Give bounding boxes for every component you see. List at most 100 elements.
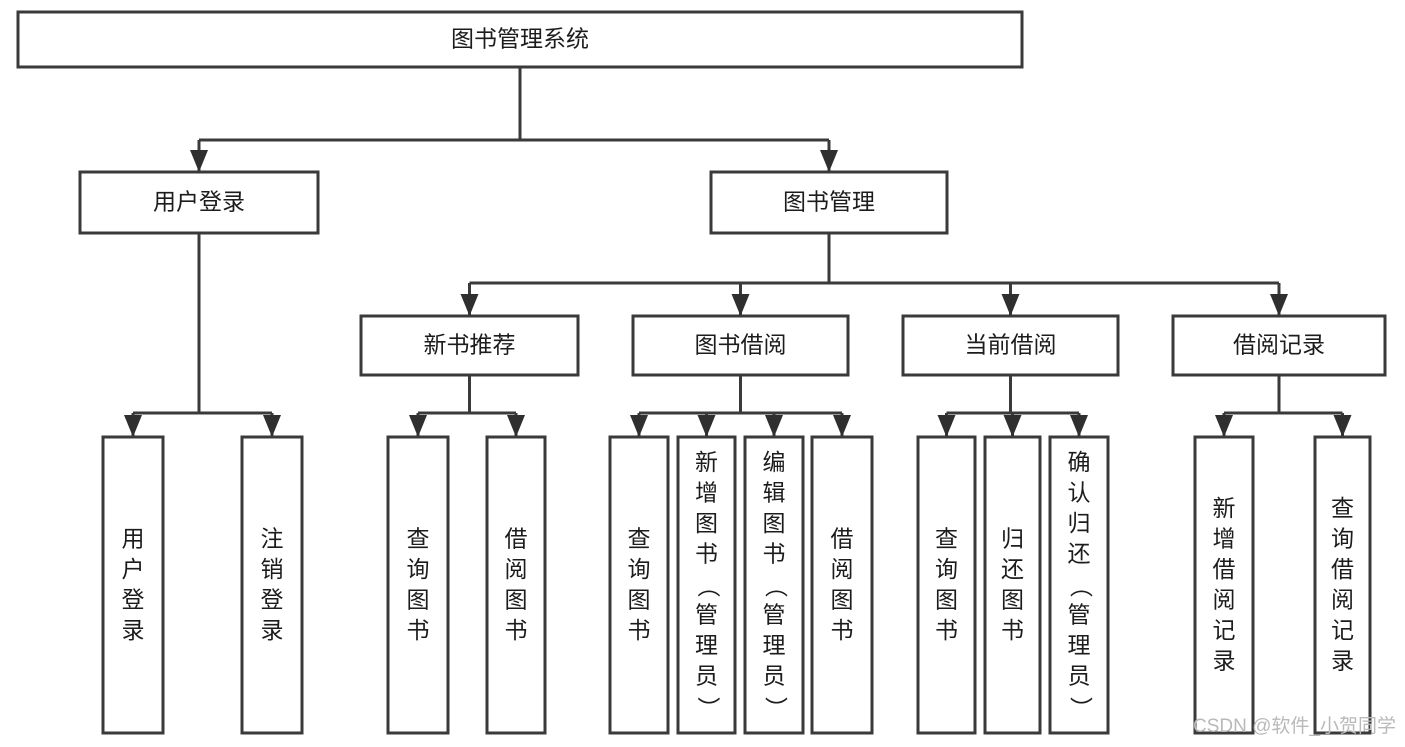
svg-text:归: 归 [1068, 510, 1091, 536]
svg-text:还: 还 [1068, 541, 1091, 567]
arrow-head-icon [190, 150, 208, 172]
svg-text:录: 录 [261, 617, 284, 643]
node-box-leaf-6[interactable] [743, 435, 805, 735]
svg-text:（: （ [695, 575, 721, 598]
node-box-leaf-7[interactable] [810, 435, 874, 735]
svg-text:询: 询 [628, 556, 651, 582]
svg-text:管: 管 [763, 602, 786, 628]
svg-text:）: ） [1068, 697, 1094, 720]
arrow-head-icon [630, 415, 648, 437]
svg-text:询: 询 [1331, 525, 1354, 551]
svg-text:管: 管 [1068, 602, 1091, 628]
svg-text:书: 书 [763, 541, 786, 567]
svg-text:登: 登 [122, 586, 145, 612]
arrow-head-icon [765, 415, 783, 437]
svg-text:还: 还 [1001, 556, 1024, 582]
svg-text:书: 书 [831, 617, 854, 643]
node-box-l2-1[interactable] [709, 170, 949, 235]
svg-text:查: 查 [628, 525, 651, 551]
svg-text:图: 图 [831, 586, 854, 612]
svg-text:阅: 阅 [1213, 586, 1236, 612]
arrow-head-icon [1215, 415, 1233, 437]
svg-text:图: 图 [505, 586, 528, 612]
svg-text:（: （ [1068, 575, 1094, 598]
node-label-l3-0: 新书推荐 [424, 332, 516, 358]
arrow-head-icon [1003, 415, 1022, 437]
svg-text:登: 登 [261, 586, 284, 612]
arrow-head-icon [937, 415, 956, 437]
node-box-leaf-2[interactable] [386, 435, 450, 735]
arrow-head-icon [1001, 294, 1020, 316]
svg-text:书: 书 [1001, 617, 1024, 643]
svg-text:书: 书 [695, 541, 718, 567]
node-box-leaf-11[interactable] [1193, 435, 1255, 735]
svg-text:记: 记 [1331, 617, 1354, 643]
node-box-leaf-0[interactable] [101, 435, 165, 735]
node-label-root: 图书管理系统 [451, 26, 589, 52]
svg-text:（: （ [763, 575, 789, 598]
node-box-leaf-4[interactable] [608, 435, 670, 735]
node-box-l3-1[interactable] [631, 314, 850, 377]
svg-text:确: 确 [1068, 449, 1091, 475]
svg-text:辑: 辑 [763, 480, 786, 506]
svg-text:用: 用 [122, 525, 145, 551]
svg-text:增: 增 [695, 480, 718, 506]
node-box-leaf-3[interactable] [485, 435, 547, 735]
node-box-root[interactable] [16, 10, 1024, 69]
arrow-head-icon [409, 415, 427, 437]
node-box-leaf-1[interactable] [240, 435, 304, 735]
arrow-head-icon [507, 415, 525, 437]
svg-text:新: 新 [1213, 495, 1236, 521]
arrow-head-icon [124, 415, 142, 437]
node-box-leaf-12[interactable] [1313, 435, 1372, 735]
arrow-head-icon [820, 150, 838, 172]
node-box-leaf-5[interactable] [676, 435, 737, 735]
svg-text:借: 借 [1331, 556, 1354, 582]
node-label-l3-2: 当前借阅 [965, 332, 1057, 358]
svg-text:图: 图 [763, 510, 786, 536]
svg-text:员: 员 [1068, 663, 1091, 689]
arrow-head-icon [833, 415, 851, 437]
svg-text:查: 查 [935, 525, 958, 551]
svg-text:图: 图 [407, 586, 430, 612]
svg-text:理: 理 [763, 632, 786, 658]
arrow-head-icon [1270, 294, 1288, 316]
node-label-leaf-0: 用户登录 [122, 525, 145, 643]
svg-text:归: 归 [1001, 525, 1024, 551]
svg-text:销: 销 [261, 556, 284, 582]
node-label-l2-0: 用户登录 [153, 189, 245, 215]
node-label-l2-1: 图书管理 [783, 189, 875, 215]
node-box-l3-2[interactable] [901, 314, 1120, 377]
node-box-leaf-8[interactable] [916, 435, 977, 735]
svg-text:录: 录 [1331, 647, 1354, 673]
node-box-l3-3[interactable] [1171, 314, 1387, 377]
svg-text:书: 书 [628, 617, 651, 643]
arrow-head-icon [1333, 415, 1352, 437]
arrow-head-icon [263, 415, 281, 437]
arrow-head-icon [697, 415, 716, 437]
svg-text:书: 书 [505, 617, 528, 643]
node-box-l2-0[interactable] [78, 170, 320, 235]
svg-text:理: 理 [1068, 632, 1091, 658]
svg-text:书: 书 [935, 617, 958, 643]
svg-text:图: 图 [935, 586, 958, 612]
svg-text:借: 借 [831, 525, 854, 551]
svg-text:）: ） [763, 697, 789, 720]
node-box-leaf-9[interactable] [983, 435, 1042, 735]
node-box-l3-0[interactable] [359, 314, 580, 377]
svg-text:借: 借 [505, 525, 528, 551]
svg-text:图: 图 [695, 510, 718, 536]
node-box-leaf-10[interactable] [1048, 435, 1110, 735]
svg-text:户: 户 [122, 556, 145, 582]
svg-text:员: 员 [763, 663, 786, 689]
svg-text:员: 员 [695, 663, 718, 689]
